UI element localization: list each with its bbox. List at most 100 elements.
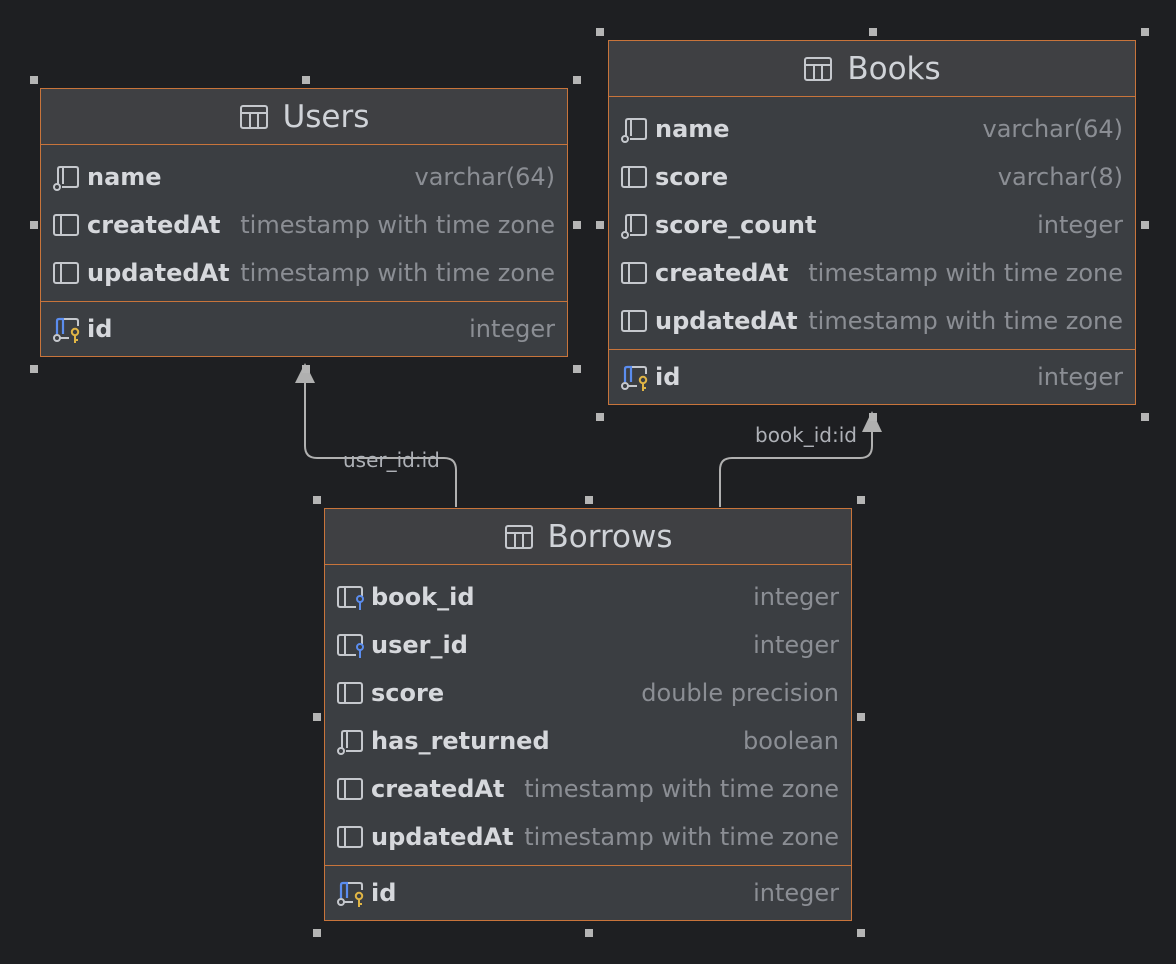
foreign-key-icon (335, 582, 371, 612)
column-icon (335, 774, 371, 804)
resize-handle[interactable] (1141, 220, 1149, 229)
relation-borrows-users-arrow (295, 363, 315, 383)
column-name: updatedAt (655, 307, 798, 335)
resize-handle[interactable] (313, 929, 321, 937)
resize-handle[interactable] (596, 413, 604, 421)
column-name: updatedAt (87, 259, 230, 287)
column-type: timestamp with time zone (808, 259, 1123, 287)
resize-handle[interactable] (313, 496, 321, 504)
column-row[interactable]: name varchar(64) (41, 153, 567, 201)
column-row[interactable]: name varchar(64) (609, 105, 1135, 153)
relation-borrows-books-arrow (862, 411, 882, 432)
column-name: name (655, 115, 730, 143)
resize-handle[interactable] (857, 929, 865, 937)
column-type: timestamp with time zone (808, 307, 1123, 335)
column-row[interactable]: score double precision (325, 669, 851, 717)
column-row[interactable]: createdAt timestamp with time zone (609, 249, 1135, 297)
column-icon (335, 678, 371, 708)
column-type: double precision (641, 679, 839, 707)
column-row[interactable]: score varchar(8) (609, 153, 1135, 201)
primary-key-icon (335, 878, 371, 908)
resize-handle[interactable] (313, 712, 321, 721)
table-icon (239, 104, 269, 130)
column-type: timestamp with time zone (524, 823, 839, 851)
column-name: has_returned (371, 727, 550, 755)
primary-key-section: id integer (41, 301, 567, 356)
nullable-column-icon (619, 114, 655, 144)
resize-handle[interactable] (1141, 413, 1149, 421)
column-type: integer (1037, 363, 1123, 391)
table-title: Books (847, 50, 941, 87)
column-row[interactable]: updatedAt timestamp with time zone (41, 249, 567, 297)
primary-key-icon (619, 362, 655, 392)
column-name: createdAt (655, 259, 789, 287)
column-row[interactable]: user_id integer (325, 621, 851, 669)
column-type: boolean (743, 727, 839, 755)
resize-handle[interactable] (1141, 28, 1149, 36)
table-header[interactable]: Borrows (325, 509, 851, 565)
column-icon (51, 258, 87, 288)
column-name: name (87, 163, 162, 191)
column-icon (335, 822, 371, 852)
column-icon (619, 162, 655, 192)
resize-handle[interactable] (857, 712, 865, 721)
resize-handle[interactable] (30, 220, 38, 229)
column-name: updatedAt (371, 823, 514, 851)
column-row[interactable]: id integer (41, 302, 567, 356)
resize-handle[interactable] (573, 76, 581, 84)
resize-handle[interactable] (857, 496, 865, 504)
column-row[interactable]: has_returned boolean (325, 717, 851, 765)
resize-handle[interactable] (868, 28, 877, 36)
column-type: integer (753, 631, 839, 659)
column-name: user_id (371, 631, 468, 659)
table-header[interactable]: Users (41, 89, 567, 145)
column-name: book_id (371, 583, 475, 611)
column-name: createdAt (87, 211, 221, 239)
column-type: integer (469, 315, 555, 343)
resize-handle[interactable] (573, 365, 581, 373)
column-type: timestamp with time zone (240, 259, 555, 287)
relation-borrows-users-line[interactable] (304, 383, 457, 507)
relation-borrows-books-line[interactable] (719, 432, 873, 507)
resize-handle[interactable] (596, 220, 604, 229)
nullable-column-icon (335, 726, 371, 756)
resize-handle[interactable] (868, 413, 877, 421)
resize-handle[interactable] (301, 76, 310, 84)
column-row[interactable]: updatedAt timestamp with time zone (325, 813, 851, 861)
column-name: id (87, 315, 113, 343)
table-header[interactable]: Books (609, 41, 1135, 97)
resize-handle[interactable] (585, 496, 593, 504)
resize-handle[interactable] (573, 220, 581, 229)
resize-handle[interactable] (585, 929, 593, 937)
column-type: integer (753, 879, 839, 907)
resize-handle[interactable] (30, 365, 38, 373)
column-type: varchar(64) (414, 163, 556, 191)
relation-borrows-books-label: book_id:id (755, 423, 857, 447)
column-name: score (371, 679, 445, 707)
resize-handle[interactable] (30, 76, 38, 84)
primary-key-icon (51, 314, 87, 344)
resize-handle[interactable] (301, 365, 310, 373)
resize-handle[interactable] (596, 28, 604, 36)
column-name: createdAt (371, 775, 505, 803)
column-type: varchar(64) (982, 115, 1124, 143)
column-name: score (655, 163, 729, 191)
column-type: integer (1037, 211, 1123, 239)
column-row[interactable]: updatedAt timestamp with time zone (609, 297, 1135, 345)
relation-borrows-users-label: user_id:id (343, 448, 440, 472)
table-icon (803, 56, 833, 82)
column-type: varchar(8) (997, 163, 1123, 191)
